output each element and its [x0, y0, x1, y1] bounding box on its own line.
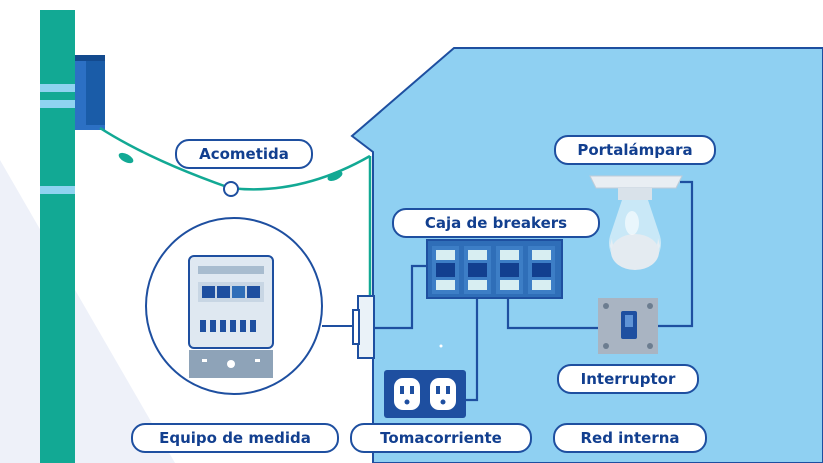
breaker-panel-icon: [426, 239, 563, 299]
label-acometida: Acometida: [175, 139, 313, 169]
service-drop-wire: [99, 126, 371, 197]
power-outlet-icon: [384, 370, 466, 418]
label-portalampara: Portalámpara: [554, 135, 716, 165]
light-bulb-icon: [589, 175, 683, 270]
transformer-box-icon: [75, 55, 105, 130]
utility-pole: [40, 10, 75, 463]
label-red-interna: Red interna: [553, 423, 707, 453]
label-interruptor: Interruptor: [557, 364, 699, 394]
wall-dot: [439, 344, 443, 348]
label-equipo-medida: Equipo de medida: [131, 423, 339, 453]
electric-meter-icon: [145, 217, 358, 395]
label-tomacorriente: Tomacorriente: [350, 423, 532, 453]
meter-socket: [352, 295, 375, 359]
label-caja-breakers: Caja de breakers: [392, 208, 600, 238]
light-switch-icon: [598, 298, 658, 354]
internal-wiring: [374, 180, 694, 402]
